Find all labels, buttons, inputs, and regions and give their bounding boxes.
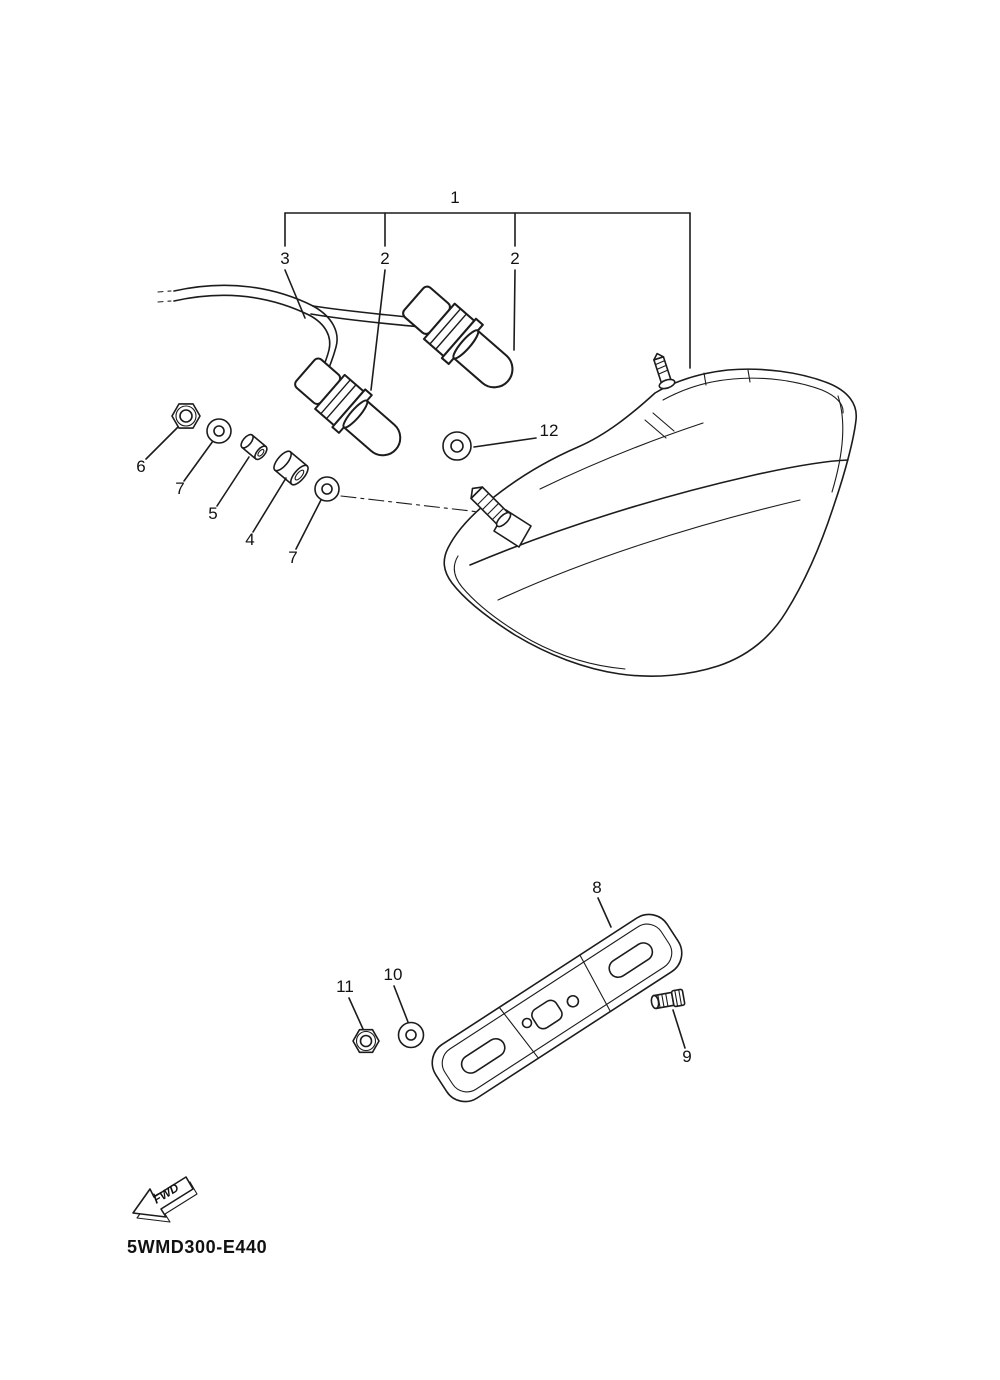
callout-11: 11 [336, 977, 354, 996]
callout-3: 3 [280, 249, 289, 268]
callout-12: 12 [540, 421, 559, 440]
callout-2-left: 2 [380, 249, 389, 268]
callout-8: 8 [592, 878, 601, 897]
callout-10: 10 [384, 965, 403, 984]
bulb-socket-upper [402, 285, 514, 389]
callout-7-upper: 7 [175, 479, 184, 498]
mounting-stud-side [470, 486, 512, 528]
license-bracket [431, 913, 683, 1103]
callout-7-lower: 7 [288, 548, 297, 567]
nut-6 [171, 403, 201, 429]
callout-2-right: 2 [510, 249, 519, 268]
bracket-mount-hole [521, 1017, 533, 1029]
washer-10 [397, 1021, 425, 1049]
bolt-9 [650, 988, 686, 1010]
mounting-stud-top [653, 352, 676, 390]
bulb-socket-lower [294, 357, 402, 457]
callout-lines [145, 212, 691, 1049]
callout-5: 5 [208, 504, 217, 523]
callout-labels: 1 3 2 2 6 7 5 4 7 12 8 11 10 9 [136, 188, 691, 1066]
washer-7-lower [314, 476, 340, 502]
callout-1: 1 [450, 188, 459, 207]
fwd-arrow: FWD [132, 1176, 198, 1223]
collar-5 [240, 433, 268, 461]
grommet-4 [273, 450, 309, 486]
wire-harness [157, 284, 425, 383]
grommet-12 [442, 431, 472, 461]
tail-light-housing [443, 352, 857, 677]
diagram-part-code: 5WMD300-E440 [127, 1237, 267, 1257]
washer-7-upper [206, 418, 232, 444]
callout-4: 4 [245, 530, 254, 549]
callout-9: 9 [682, 1047, 691, 1066]
callout-6: 6 [136, 457, 145, 476]
nut-11 [352, 1028, 380, 1054]
